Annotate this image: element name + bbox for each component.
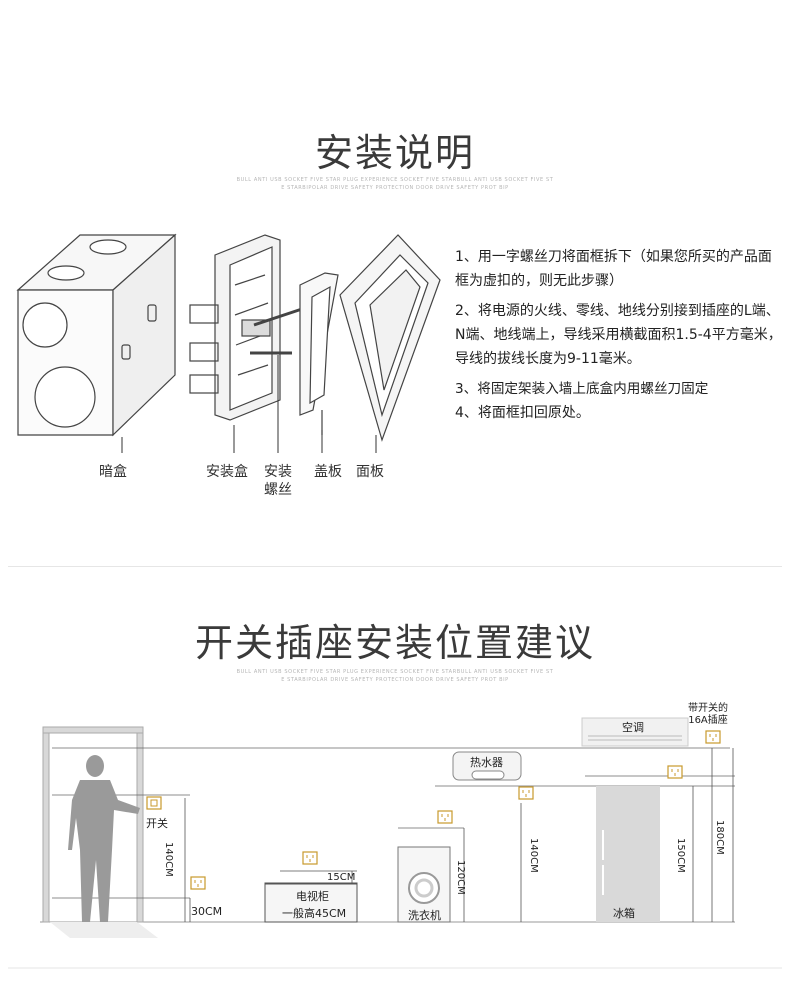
exploded-assembly-diagram xyxy=(16,233,441,453)
step-3: 3、将固定架装入墙上底盒内用螺丝刀固定 xyxy=(455,381,709,397)
door-frame xyxy=(42,726,144,923)
label-face-panel: 面板 xyxy=(356,464,384,480)
label-150cm: 150CM xyxy=(675,838,686,873)
fridge xyxy=(596,786,694,922)
label-tv-height: 一般高45CM xyxy=(282,907,347,920)
label-mount-screw: 安装 螺丝 xyxy=(264,464,292,498)
placement-title: 开关插座安装位置建议 xyxy=(194,621,595,665)
face-panel-drawing xyxy=(339,234,441,442)
cover-plate-drawing xyxy=(299,272,339,435)
section-divider xyxy=(8,566,782,567)
part-arrows xyxy=(121,355,377,453)
tv-socket-icon xyxy=(302,851,318,865)
tagline-line-1: BULL ANTI USB SOCKET FIVE STAR PLUG EXPE… xyxy=(236,177,554,183)
switch-box xyxy=(146,796,162,810)
tagline-2-line-2: E STARBIPOLAR DRIVE SAFETY PROTECTION DO… xyxy=(281,677,509,683)
person-silhouette xyxy=(68,755,140,922)
label-washer: 洗衣机 xyxy=(408,909,441,922)
label-fridge: 冰箱 xyxy=(613,907,635,920)
label-back-box: 暗盒 xyxy=(99,464,127,480)
mount-box-drawing xyxy=(189,234,303,421)
tagline-2-line-1: BULL ANTI USB SOCKET FIVE STAR PLUG EXPE… xyxy=(236,669,554,675)
low-socket-icon xyxy=(190,876,206,890)
label-air-conditioner: 空调 xyxy=(622,721,644,734)
label-tv-cabinet: 电视柜 xyxy=(296,890,329,903)
step-4: 4、将面框扣回原处。 xyxy=(455,405,590,421)
tv-cabinet xyxy=(264,870,358,923)
washing-machine xyxy=(397,828,465,923)
label-120cm: 120CM xyxy=(455,860,466,895)
label-30cm: 30CM xyxy=(191,905,223,918)
label-140-heater: 140CM xyxy=(528,838,539,873)
label-water-heater: 热水器 xyxy=(470,756,503,769)
placement-diagram xyxy=(8,717,782,969)
label-180cm: 180CM xyxy=(714,820,725,855)
step-2: 2、将电源的火线、零线、地线分别接到插座的L端、N端、地线端上，导线采用横截面积… xyxy=(455,303,782,367)
label-ac-socket: 带开关的 16A插座 xyxy=(688,703,728,726)
washer-socket-icon xyxy=(437,810,453,824)
water-heater xyxy=(452,751,522,922)
air-conditioner xyxy=(581,717,734,922)
tagline-line-2: E STARBIPOLAR DRIVE SAFETY PROTECTION DO… xyxy=(281,185,509,191)
label-cover-plate: 盖板 xyxy=(314,464,342,480)
label-mount-box: 安装盒 xyxy=(206,464,248,480)
label-switch: 开关 xyxy=(146,817,168,830)
label-15cm: 15CM xyxy=(327,872,356,883)
door-shadow xyxy=(50,922,158,938)
fridge-socket-icon xyxy=(667,765,683,779)
install-instructions-title: 安装说明 xyxy=(314,131,475,175)
install-steps: 1、用一字螺丝刀将面框拆下（如果您所买的产品面框为虚扣的，则无此步骤） 2、将电… xyxy=(455,245,785,431)
back-box-drawing xyxy=(16,233,177,437)
label-140-switch: 140CM xyxy=(163,842,174,877)
ac-socket-icon xyxy=(705,730,721,744)
heater-socket-icon xyxy=(518,786,534,800)
step-1: 1、用一字螺丝刀将面框拆下（如果您所买的产品面框为虚扣的，则无此步骤） xyxy=(455,249,772,289)
